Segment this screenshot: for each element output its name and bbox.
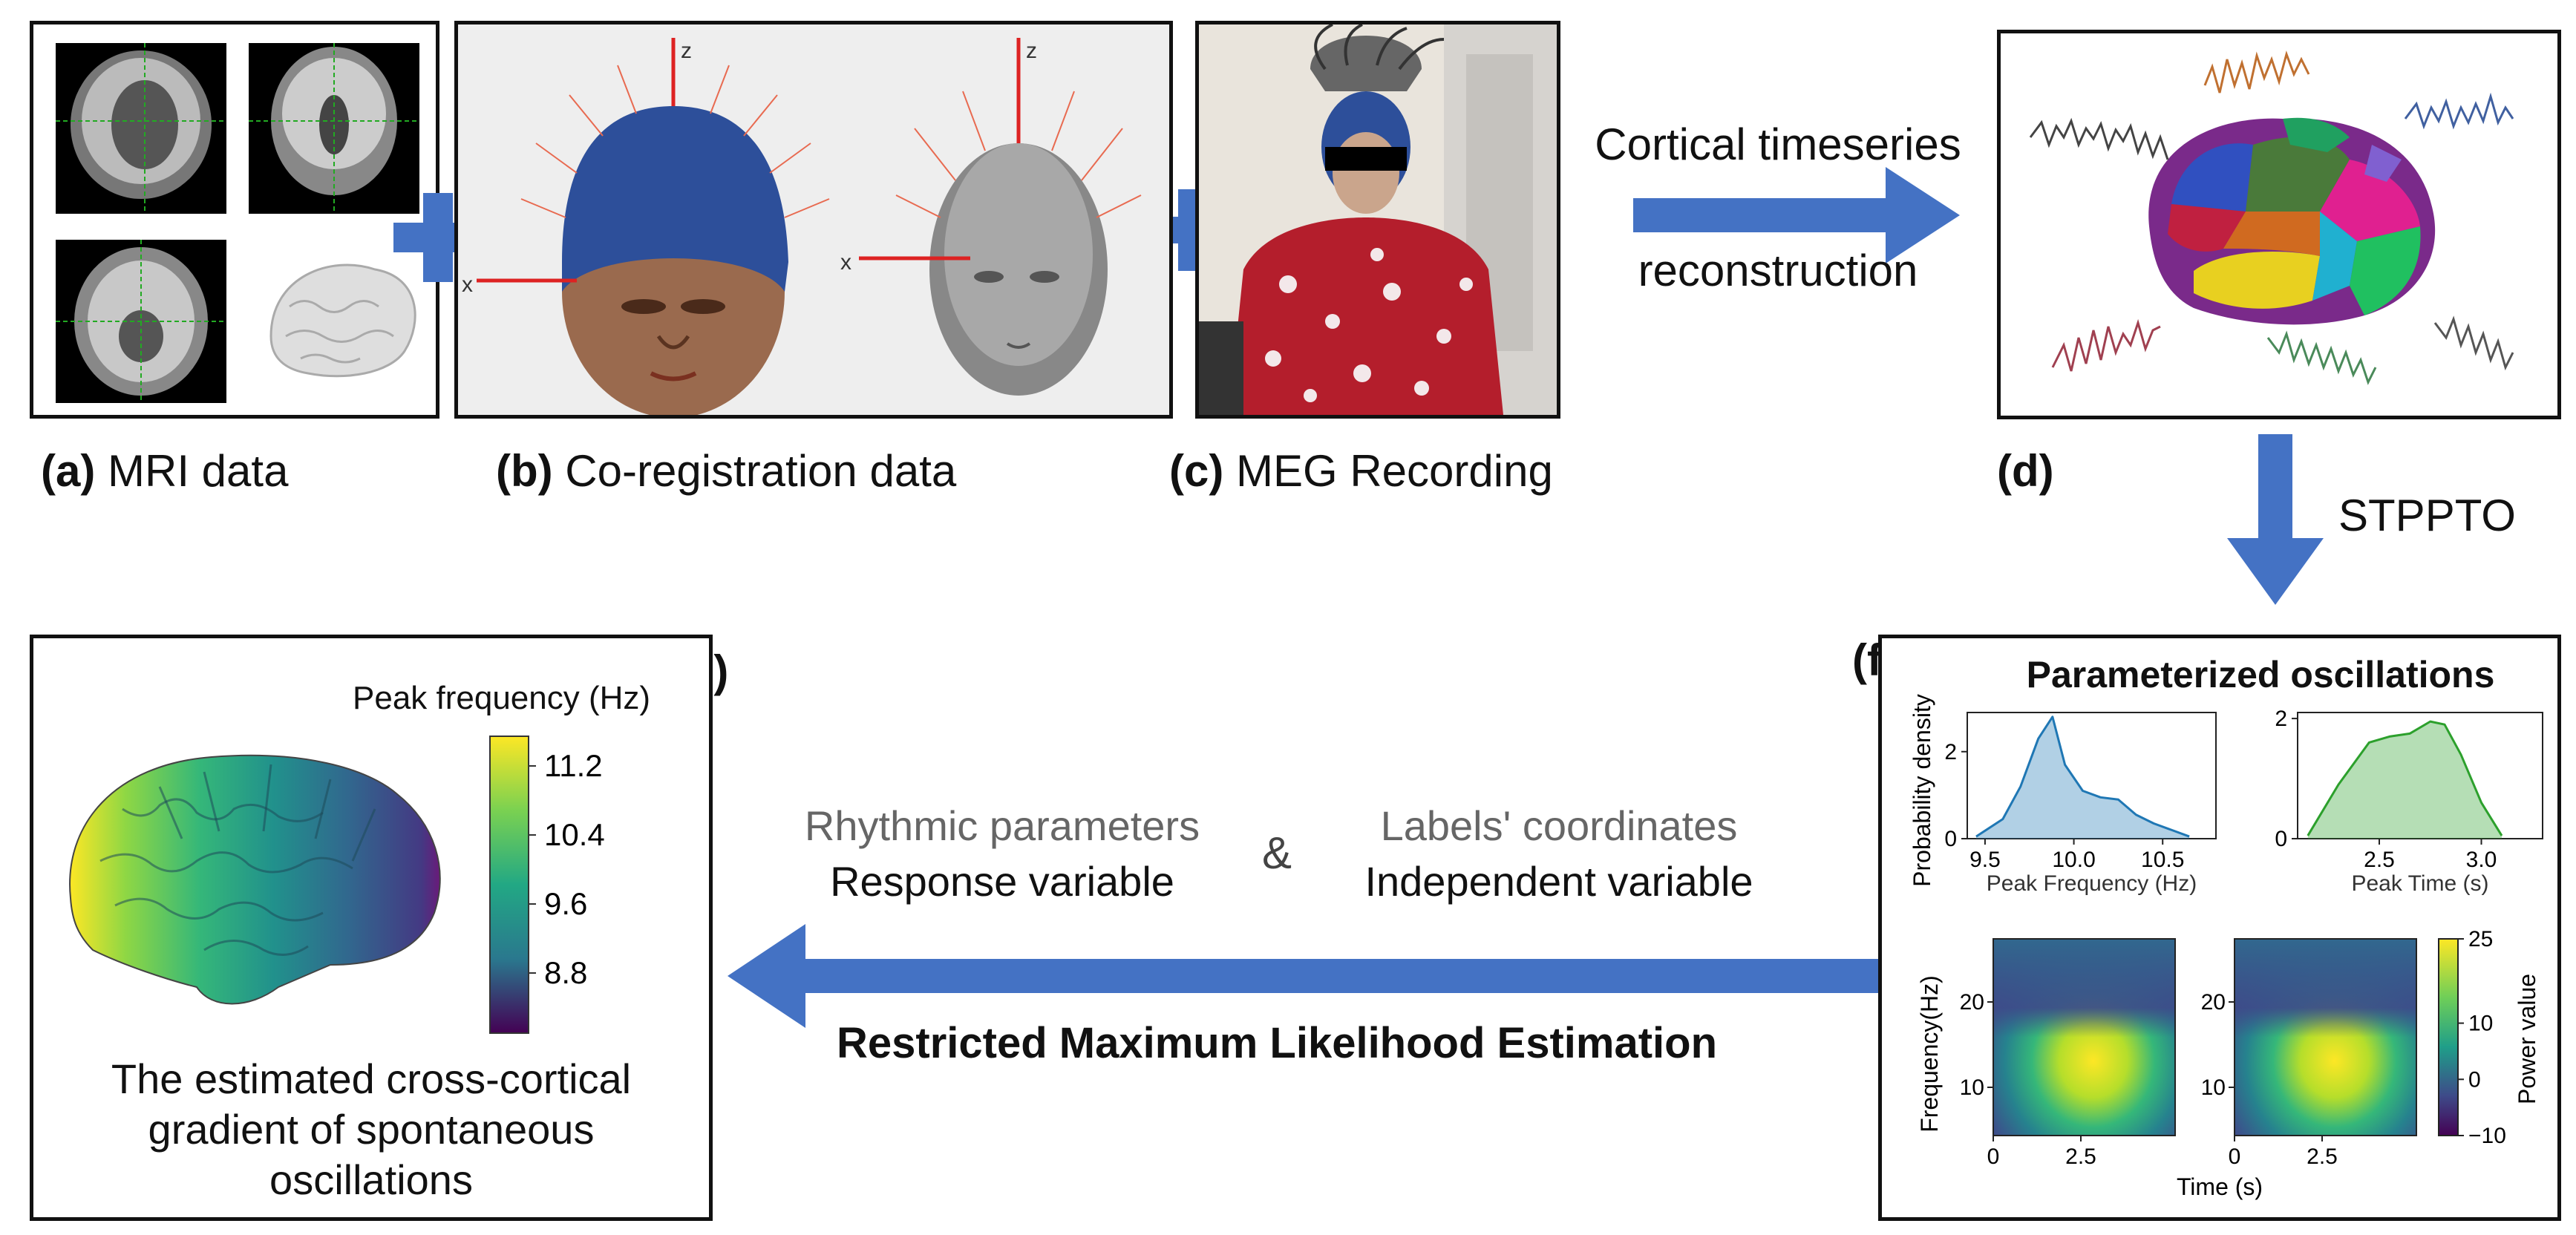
down-arrow-icon bbox=[2227, 434, 2324, 605]
colorbar-tick-label: 25 bbox=[2468, 927, 2493, 951]
rmle-label: Restricted Maximum Likelihood Estimation bbox=[837, 1019, 1717, 1067]
y-tick-label: 2 bbox=[2275, 707, 2287, 731]
stppto-label: STPPTO bbox=[2338, 491, 2516, 540]
heatmap-x-label: Time (s) bbox=[2177, 1173, 2263, 1200]
mri-slices bbox=[56, 43, 419, 403]
density-area-0 bbox=[1975, 716, 2190, 839]
x-tick-label: 9.5 bbox=[1969, 848, 2001, 872]
panel-c-label: (c) MEG Recording bbox=[1169, 445, 1553, 497]
meg-recording-photo bbox=[1199, 23, 1557, 415]
coregistration-panel: z x z x bbox=[454, 21, 1173, 419]
x-tick-label: 10.0 bbox=[2052, 848, 2095, 872]
parcellated-brain bbox=[2029, 50, 2514, 385]
caption-line: oscillations bbox=[269, 1156, 473, 1203]
panel-f-title: Parameterized oscillations bbox=[2026, 654, 2495, 695]
caption-line: gradient of spontaneous bbox=[148, 1106, 595, 1153]
ampersand-text: & bbox=[1261, 828, 1292, 878]
x-axis-label: Peak Time (s) bbox=[2351, 871, 2488, 896]
meg-recording-panel bbox=[1195, 21, 1560, 419]
density-plot-frame bbox=[1967, 712, 2217, 839]
left-arrow-icon bbox=[728, 924, 1886, 1028]
colorbar-tick: 10.4 bbox=[544, 817, 605, 852]
x-tick-label: 2.5 bbox=[2065, 1144, 2096, 1169]
x-tick-label: 0 bbox=[1987, 1144, 2000, 1169]
independent-variable-text: Independent variable bbox=[1364, 858, 1753, 905]
parameterized-oscillations-panel: Parameterized oscillations 9.5 10.0 10.5 0 2… bbox=[1878, 635, 2561, 1221]
caption-line: The estimated cross-cortical bbox=[111, 1055, 632, 1102]
x-tick-label: 3.0 bbox=[2466, 848, 2497, 872]
panel-a-label: (a) MRI data bbox=[41, 445, 288, 497]
heatmap-y-label: Frequency(Hz) bbox=[1916, 975, 1943, 1133]
panel-a-letter: (a) bbox=[41, 446, 96, 496]
x-tick-label: 2.5 bbox=[2364, 848, 2395, 872]
response-variable-text: Response variable bbox=[830, 858, 1174, 905]
panel-b-label: (b) Co-registration data bbox=[496, 445, 956, 497]
colorbar-tick: 8.8 bbox=[544, 955, 587, 990]
density-area-1 bbox=[2307, 721, 2502, 839]
colorbar-tick-label: −10 bbox=[2468, 1124, 2506, 1148]
rhythmic-parameters-text: Rhythmic parameters bbox=[804, 802, 1200, 849]
y-tick-label: 0 bbox=[2275, 827, 2287, 851]
heatmap-top-band bbox=[2235, 939, 2416, 1136]
right-arrow-icon bbox=[1633, 167, 1960, 263]
heatmap-frame bbox=[2234, 938, 2417, 1136]
density-plot-frame bbox=[2297, 712, 2543, 839]
panel-a-title: MRI data bbox=[108, 446, 289, 496]
gradient-panel: Peak frequency (Hz) 11.2 10.4 9.6 8.8 Th… bbox=[30, 635, 713, 1221]
y-tick-label: 10 bbox=[1960, 1075, 1984, 1100]
cortical-timeseries-label: Cortical timeseries bbox=[1595, 119, 1961, 169]
panel-d-label: (d) bbox=[1997, 445, 2054, 497]
axis-x-label: x bbox=[840, 250, 851, 275]
gradient-caption: The estimated cross-cortical gradient of… bbox=[33, 1054, 709, 1205]
colorbar-tick: 11.2 bbox=[544, 748, 603, 783]
colorbar-tick: 9.6 bbox=[544, 886, 587, 921]
panel-c-letter: (c) bbox=[1169, 446, 1224, 496]
colorbar-tick-label: 10 bbox=[2468, 1012, 2493, 1036]
density-line-0 bbox=[1975, 715, 2190, 838]
mri-panel bbox=[30, 21, 439, 419]
y-tick-label: 20 bbox=[2201, 990, 2226, 1015]
heatmap-top-band bbox=[1993, 939, 2175, 1136]
x-tick-label: 2.5 bbox=[2307, 1144, 2338, 1169]
axis-z-label: z bbox=[681, 39, 692, 63]
x-axis-label: Peak Frequency (Hz) bbox=[1987, 871, 2197, 896]
panel-b-title: Co-registration data bbox=[565, 446, 957, 496]
gradient-brain-figure: Peak frequency (Hz) 11.2 10.4 9.6 8.8 bbox=[69, 680, 650, 1034]
power-colorbar bbox=[2438, 938, 2459, 1136]
coregistration-heads: z x z x bbox=[462, 38, 1142, 418]
colorbar bbox=[489, 736, 529, 1034]
axis-z-label: z bbox=[1026, 39, 1037, 63]
reconstruction-label: reconstruction bbox=[1638, 246, 1918, 295]
y-tick-label: 2 bbox=[1944, 740, 1957, 764]
heatmap-frame bbox=[1993, 938, 2176, 1136]
y-tick-label: 20 bbox=[1960, 990, 1984, 1015]
y-tick-label: 10 bbox=[2201, 1075, 2226, 1100]
x-tick-label: 0 bbox=[2229, 1144, 2241, 1169]
density-line-1 bbox=[2307, 720, 2503, 836]
colorbar-tick-label: 0 bbox=[2468, 1067, 2481, 1092]
y-axis-label: Probability density bbox=[1909, 694, 1935, 887]
labels-coordinates-text: Labels' coordinates bbox=[1380, 802, 1738, 849]
panel-b-letter: (b) bbox=[496, 446, 553, 496]
colorbar-title: Peak frequency (Hz) bbox=[353, 680, 650, 716]
panel-d-letter: (d) bbox=[1997, 446, 2054, 496]
colorbar-label: Power value bbox=[2514, 974, 2540, 1104]
y-tick-label: 0 bbox=[1944, 827, 1957, 851]
cortical-timeseries-panel bbox=[1997, 30, 2561, 419]
panel-c-title: MEG Recording bbox=[1236, 446, 1553, 496]
x-tick-label: 10.5 bbox=[2141, 848, 2184, 872]
axis-x-label: x bbox=[462, 272, 473, 297]
